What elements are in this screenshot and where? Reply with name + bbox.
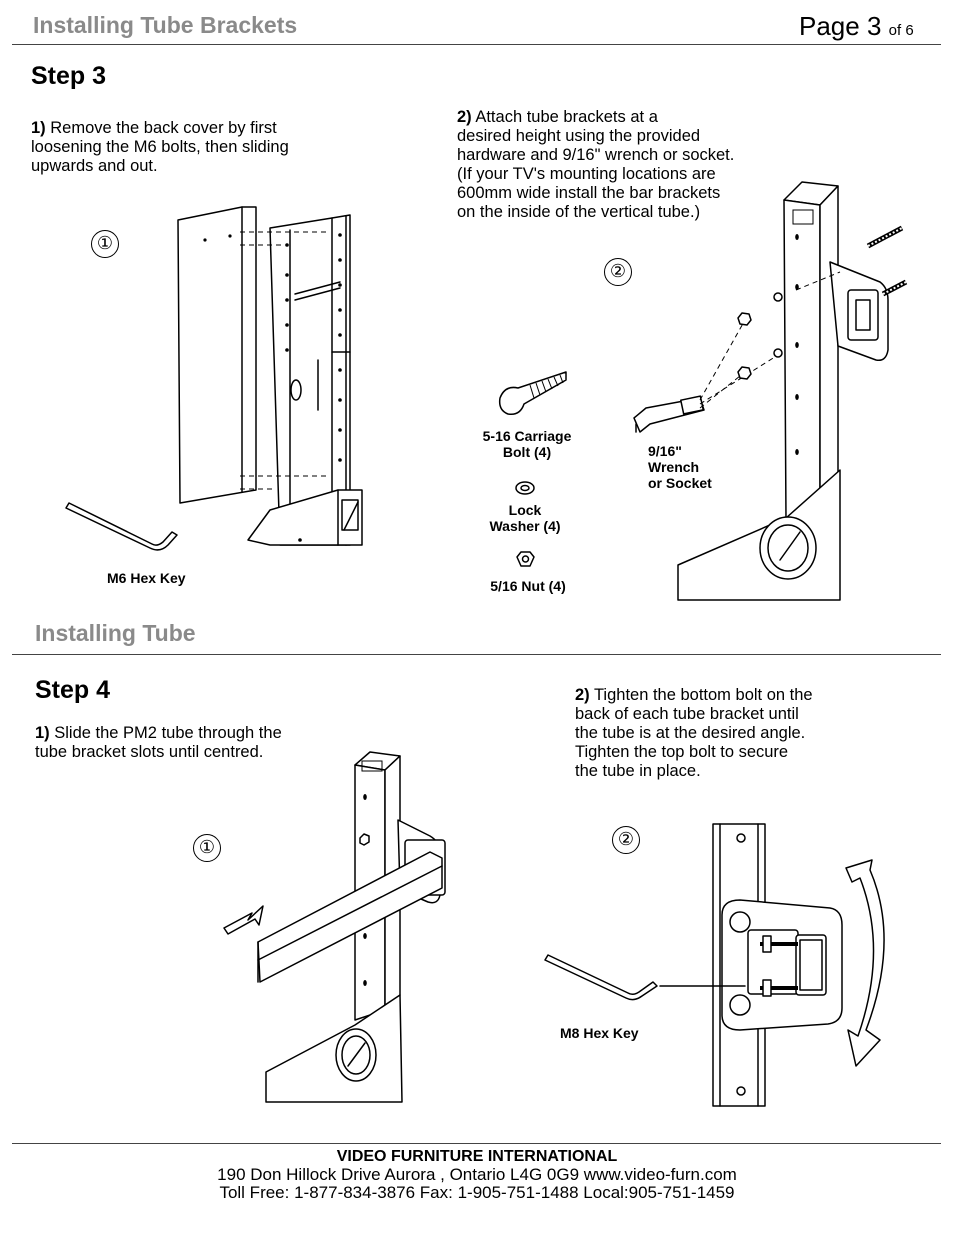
step4-marker-1: ① [193, 834, 221, 862]
step3-instruction-2: 2) Attach tube brackets at a desired hei… [457, 108, 787, 222]
rotation-arrow-icon [845, 859, 885, 1067]
instr-number: 1) [31, 119, 46, 137]
step4-instruction-2: 2) Tighten the bottom bolt on the back o… [575, 686, 875, 781]
header-rule [12, 44, 941, 45]
page-number: Page 3 of 6 [799, 11, 914, 42]
m6-hex-key-icon [65, 502, 178, 551]
instr-text: loosening the M6 bolts, then sliding [31, 138, 289, 156]
section-rule [12, 654, 941, 655]
instr-text: Remove the back cover by first [45, 119, 277, 137]
m6-hex-key-label: M6 Hex Key [107, 570, 186, 586]
company-name: VIDEO FURNITURE INTERNATIONAL [336, 1148, 618, 1165]
instr-text: Slide the PM2 tube through the [49, 724, 282, 742]
wrench-label: 9/16" Wrench or Socket [648, 443, 712, 491]
m8-hex-key-icon [544, 954, 658, 1001]
lock-washer-label: Lock Washer (4) [475, 502, 575, 534]
step4-marker-2: ② [612, 826, 640, 854]
instr-text: the tube is at the desired angle. [575, 724, 806, 742]
carriage-bolt-label: 5-16 Carriage Bolt (4) [474, 428, 580, 460]
instr-text: Attach tube brackets at a [471, 108, 658, 126]
instr-text: on the inside of the vertical tube.) [457, 203, 701, 221]
instr-text: Tighten the bottom bolt on the [589, 686, 813, 704]
instr-text: tube bracket slots until centred. [35, 743, 264, 761]
section-title-installing-tube: Installing Tube [35, 620, 196, 646]
lock-washer-icon [515, 481, 535, 495]
instr-text: upwards and out. [31, 157, 158, 175]
footer-rule [12, 1143, 941, 1144]
label-line: Lock [508, 502, 542, 518]
slide-direction-arrow-icon [223, 905, 264, 935]
label-line: 9/16" [648, 443, 682, 459]
instr-text: (If your TV's mounting locations are [457, 165, 716, 183]
company-address: 190 Don Hillock Drive Aurora , Ontario L… [217, 1165, 737, 1184]
step3-marker-2: ② [604, 258, 632, 286]
step4-title: Step 4 [35, 676, 111, 704]
instr-text: the tube in place. [575, 762, 701, 780]
instr-text: back of each tube bracket until [575, 705, 799, 723]
nut-label: 5/16 Nut (4) [490, 578, 566, 594]
instr-number: 2) [575, 686, 590, 704]
instr-text: desired height using the provided [457, 127, 701, 145]
step3-marker-1: ① [91, 230, 119, 258]
back-cover-panel [177, 206, 257, 504]
label-line: Bolt (4) [502, 444, 552, 460]
step4-instruction-1: 1) Slide the PM2 tube through the tube b… [35, 724, 335, 762]
footer: VIDEO FURNITURE INTERNATIONAL 190 Don Hi… [0, 1148, 954, 1202]
pole-base [247, 489, 363, 546]
label-line: 5-16 Carriage [482, 428, 572, 444]
instr-number: 1) [35, 724, 50, 742]
label-line: or Socket [648, 475, 712, 491]
step3-title: Step 3 [31, 62, 107, 90]
pm2-tube [257, 851, 443, 983]
nut-icon [516, 551, 535, 567]
step3-instruction-1: 1) Remove the back cover by first loosen… [31, 119, 351, 176]
m8-hex-key-label: M8 Hex Key [560, 1025, 639, 1041]
instr-text: Tighten the top bolt to secure [575, 743, 789, 761]
instr-text: 600mm wide install the bar brackets [457, 184, 721, 202]
instr-text: hardware and 9/16" wrench or socket. [457, 146, 735, 164]
label-line: Washer (4) [489, 518, 561, 534]
instr-number: 2) [457, 108, 472, 126]
page-label: Page 3 [799, 11, 882, 41]
section-title: Installing Tube Brackets [33, 12, 298, 38]
label-line: Wrench [648, 459, 700, 475]
company-phones: Toll Free: 1-877-834-3876 Fax: 1-905-751… [219, 1183, 735, 1202]
page-of: of 6 [888, 22, 914, 39]
carriage-bolt-icon [498, 371, 567, 416]
